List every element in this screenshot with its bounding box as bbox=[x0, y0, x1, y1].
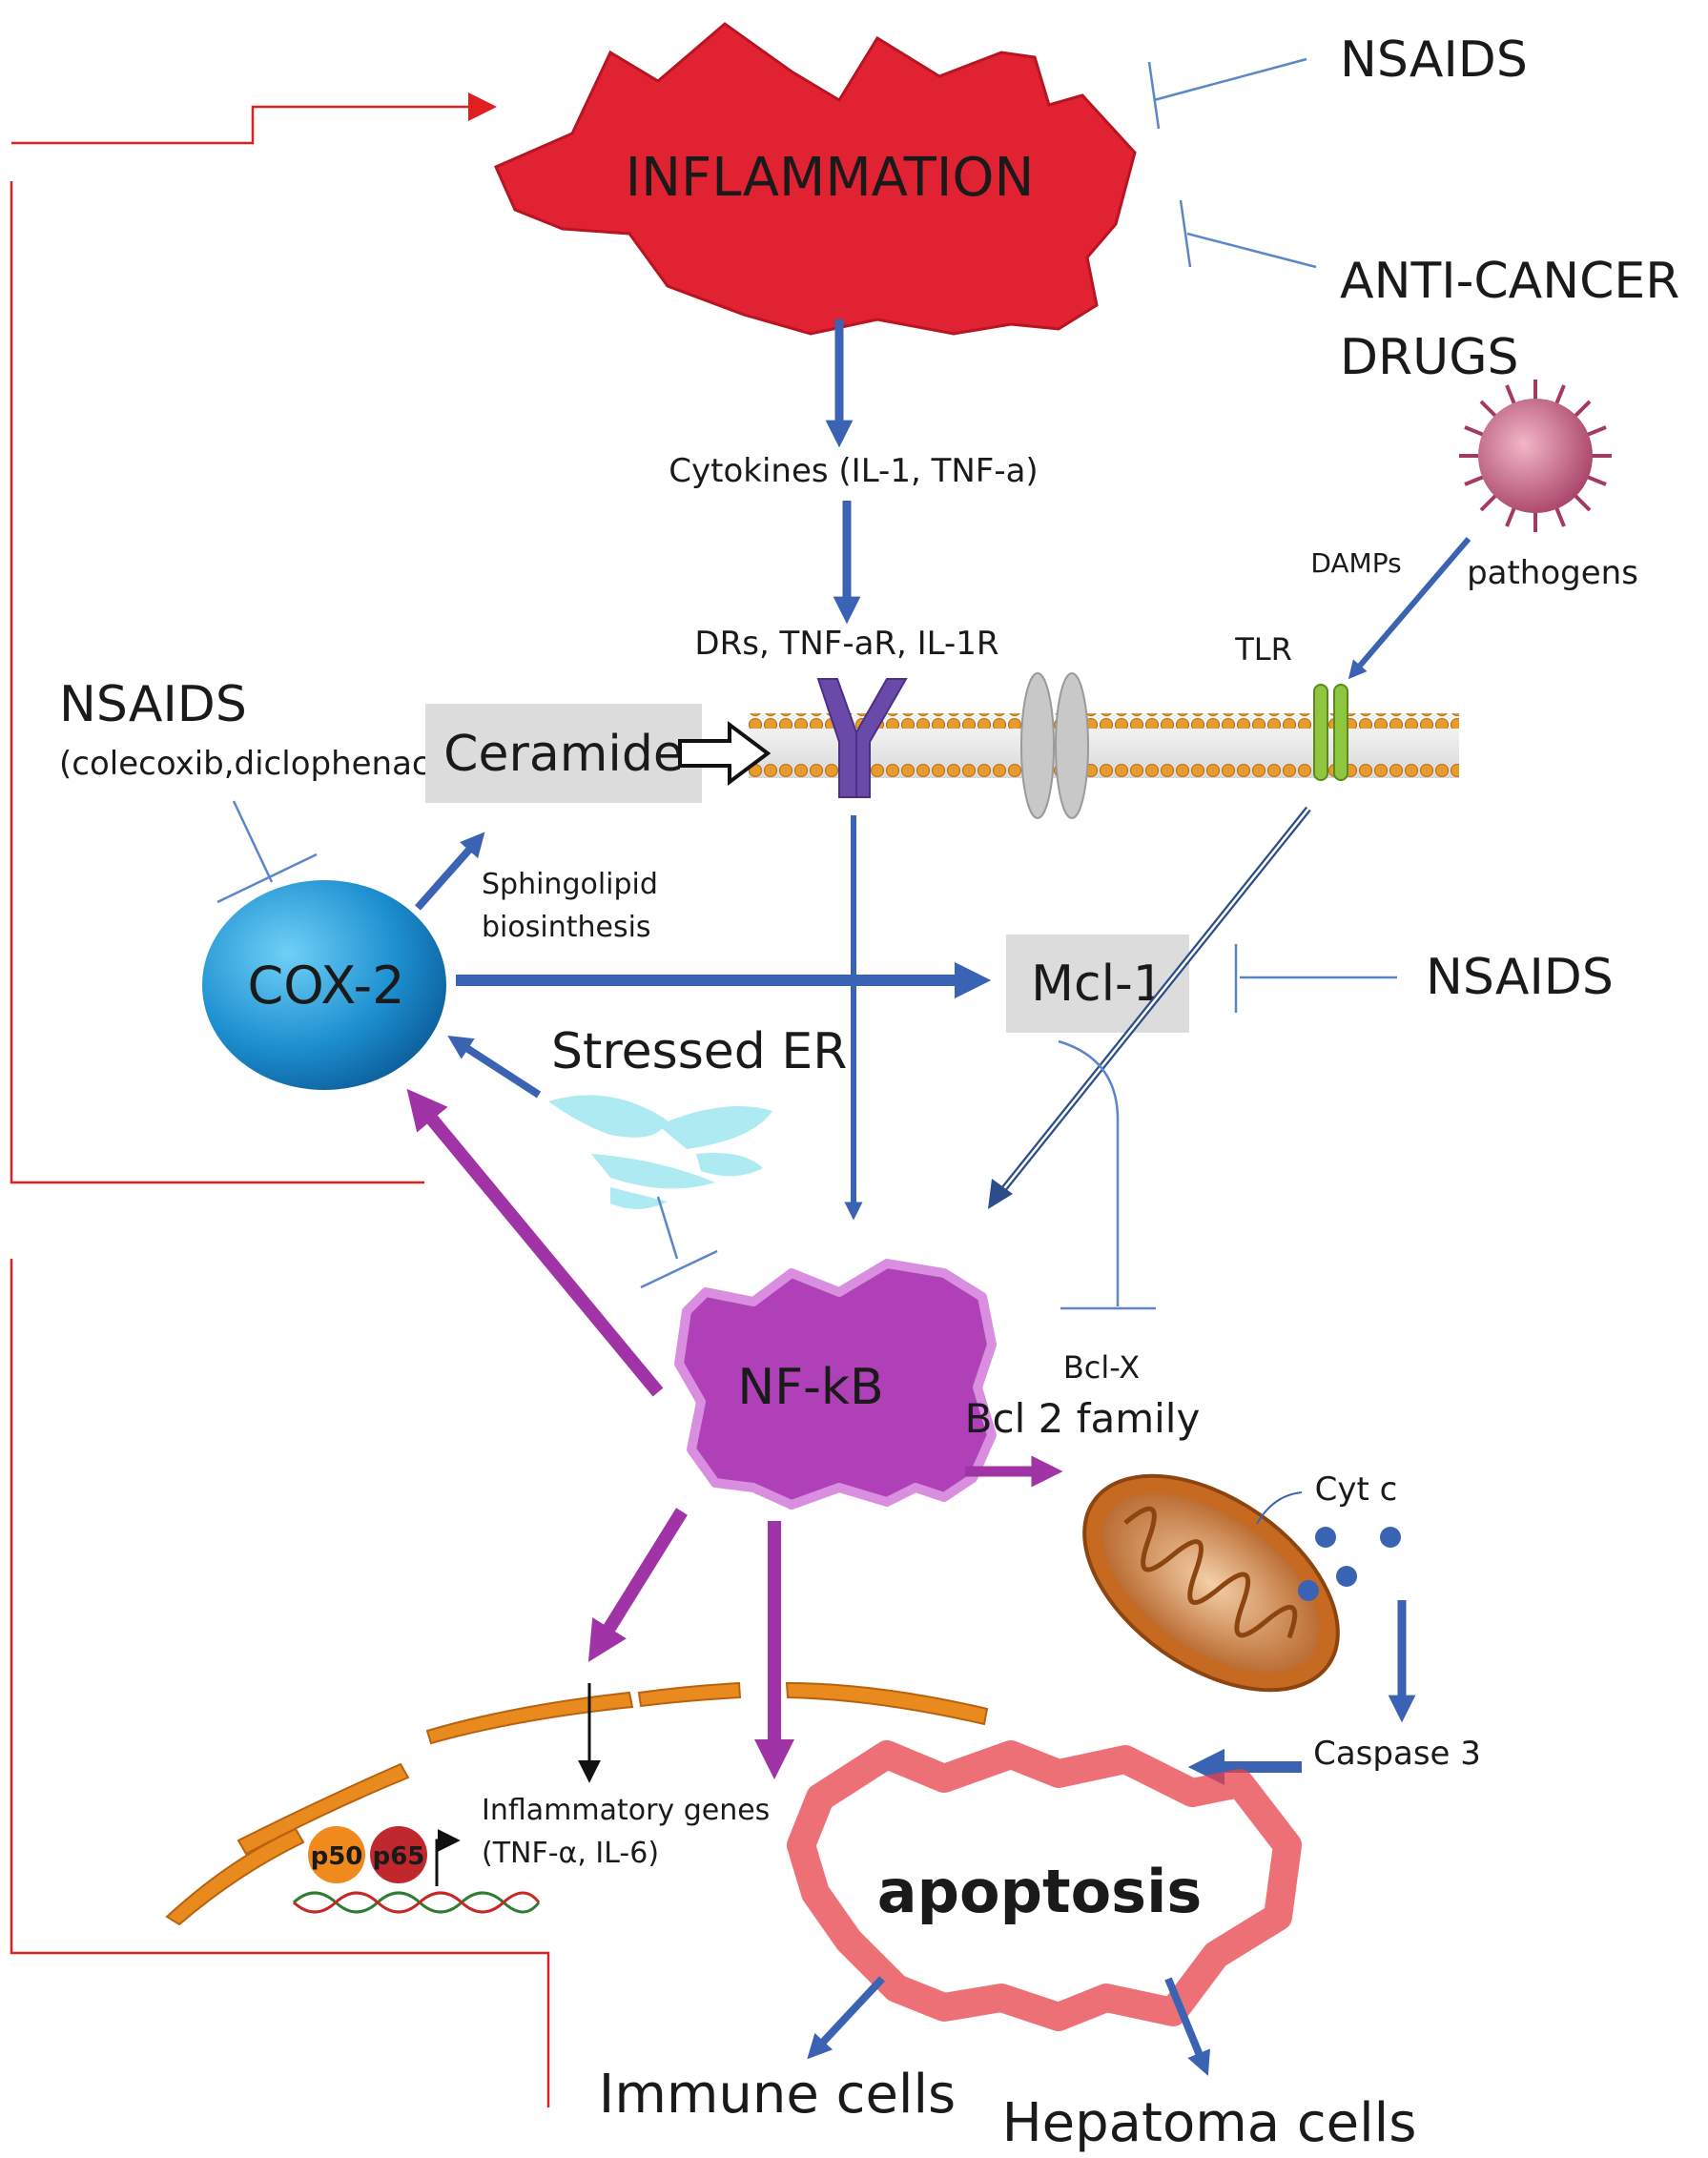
inflammatory-genes-label-line1: Inflammatory genes bbox=[482, 1794, 770, 1827]
arrow-ceramide-to-membrane bbox=[678, 721, 772, 786]
feedback-line-loop-2 bbox=[10, 1259, 550, 2107]
inhibition-er-to-nfkb bbox=[640, 1196, 718, 1289]
channel-icon bbox=[1020, 672, 1089, 819]
pathogen-virus-icon bbox=[1459, 380, 1612, 532]
arrow-er-to-cox2 bbox=[447, 1036, 542, 1099]
cytc-label: Cyt c bbox=[1315, 1470, 1398, 1509]
receptor-icon bbox=[816, 678, 908, 798]
arrow-tlr-to-nfkb bbox=[988, 806, 1311, 1209]
cytc-dots bbox=[1298, 1527, 1401, 1601]
anticancer-label-line2: DRUGS bbox=[1340, 329, 1519, 386]
inflammatory-genes-label-line2: (TNF-α, IL-6) bbox=[482, 1837, 659, 1870]
apoptosis-label: apoptosis bbox=[877, 1857, 1203, 1926]
ceramide-label: Ceramide bbox=[443, 726, 684, 783]
inflammation-label: INFLAMMATION bbox=[626, 147, 1035, 209]
inhibition-lines-top bbox=[1147, 57, 1317, 269]
arrow-pathogens-to-tlr bbox=[1348, 537, 1471, 680]
apoptosis-ring bbox=[787, 1740, 1302, 2031]
arrow-cox2-to-ceramide bbox=[415, 832, 485, 911]
mcl1-box bbox=[1006, 935, 1189, 1033]
mcl1-label: Mcl-1 bbox=[1031, 956, 1164, 1013]
nsaids-top-label: NSAIDS bbox=[1340, 31, 1528, 89]
nfkb-node bbox=[674, 1259, 997, 1510]
feedback-line-loop-1 bbox=[10, 181, 424, 1184]
inhibition-nsaids-to-cox2 bbox=[216, 800, 318, 904]
feedback-lines bbox=[10, 92, 550, 2107]
arrow-apoptosis-to-hepatoma bbox=[1164, 1977, 1210, 2076]
nsaids-left-label: NSAIDS bbox=[59, 676, 247, 733]
nsaids-left-examples: (colecoxib,diclophenac) bbox=[59, 745, 442, 783]
inhibition-nsaids-to-mcl1 bbox=[1234, 944, 1397, 1013]
sphingolipid-label-line2: biosinthesis bbox=[482, 911, 651, 944]
p50-p65-complex: p50 p65 bbox=[308, 1826, 461, 1886]
bcl2-family-label: Bcl 2 family bbox=[965, 1395, 1201, 1442]
caspase3-label: Caspase 3 bbox=[1313, 1735, 1481, 1773]
bclx-label: Bcl-X bbox=[1063, 1349, 1140, 1386]
cox2-node bbox=[202, 880, 446, 1090]
mitochondrion-icon bbox=[1082, 1473, 1340, 1693]
pathogens-label: pathogens bbox=[1467, 554, 1638, 592]
arrow-nfkb-to-genes bbox=[587, 1508, 688, 1662]
immune-cells-label: Immune cells bbox=[599, 2064, 956, 2126]
chromosome-strands bbox=[165, 1681, 989, 1926]
cox2-label: COX-2 bbox=[248, 956, 405, 1016]
p65-label: p65 bbox=[373, 1842, 425, 1871]
inhibition-mcl1-to-bclx bbox=[1058, 1039, 1120, 1306]
cytokines-label: Cytokines (IL-1, TNF-a) bbox=[669, 452, 1038, 490]
arrow-apoptosis-to-immune bbox=[807, 1976, 885, 2060]
anticancer-label-line1: ANTI-CANCER bbox=[1340, 253, 1679, 310]
inflammation-blob bbox=[494, 22, 1137, 336]
tlr-label: TLR bbox=[1234, 631, 1292, 668]
damps-label: DAMPs bbox=[1310, 547, 1401, 579]
sphingolipid-label-line1: Sphingolipid bbox=[482, 868, 658, 901]
feedback-line-top bbox=[11, 92, 497, 145]
ceramide-box bbox=[425, 704, 702, 803]
arrow-nfkb-to-cox2 bbox=[406, 1088, 664, 1397]
nfkb-label: NF-kB bbox=[737, 1359, 883, 1416]
stressed-er-label: Stressed ER bbox=[551, 1023, 847, 1080]
stressed-er-icon bbox=[548, 1095, 772, 1210]
cytc-connector bbox=[1256, 1491, 1303, 1525]
p50-label: p50 bbox=[311, 1842, 363, 1871]
receptors-label: DRs, TNF-aR, IL-1R bbox=[694, 625, 998, 663]
tlr-receptor-icon bbox=[1313, 684, 1348, 781]
nsaids-right-label: NSAIDS bbox=[1426, 949, 1614, 1006]
hepatoma-cells-label: Hepatoma cells bbox=[1002, 2092, 1417, 2154]
dna-helix-icon bbox=[292, 1891, 541, 1914]
